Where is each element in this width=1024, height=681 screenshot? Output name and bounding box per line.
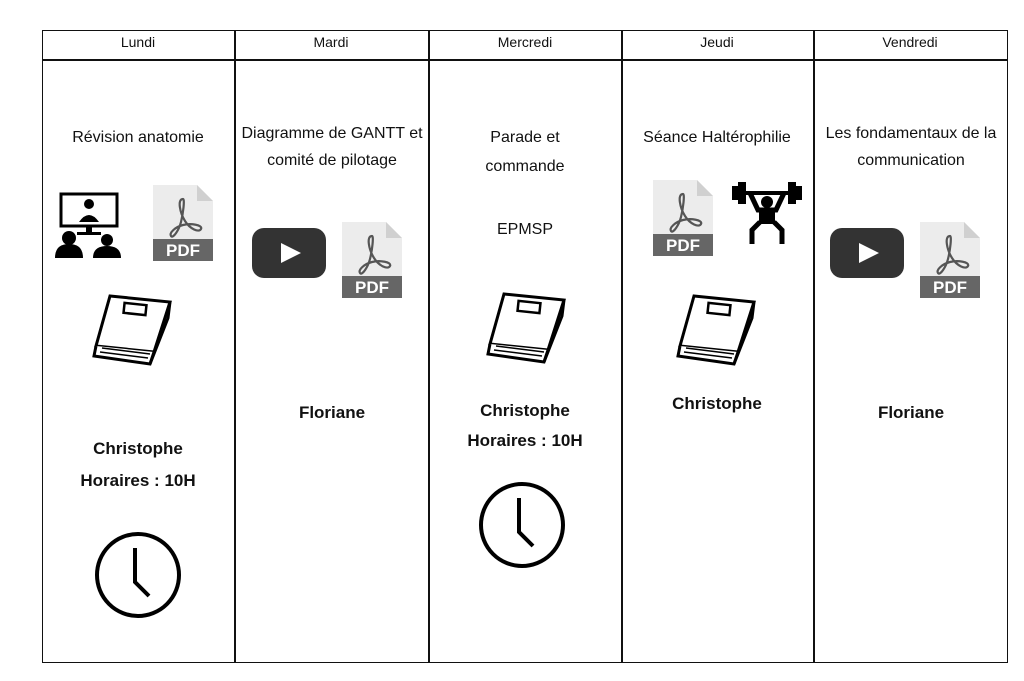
column-divider	[813, 30, 815, 663]
mercredi-person: Christophe	[480, 401, 570, 420]
book-icon	[674, 290, 758, 372]
lundi-title: Révision anatomie	[72, 129, 204, 146]
vendredi-title: Les fondamentaux de la communication	[825, 125, 997, 169]
clock-icon	[93, 530, 183, 620]
pdf-label: PDF	[666, 236, 700, 255]
book-icon	[484, 288, 568, 370]
youtube-icon[interactable]	[830, 228, 904, 278]
mercredi-title: Parade et commande	[485, 129, 565, 175]
pdf-label: PDF	[166, 241, 200, 260]
mercredi-hours: Horaires : 10H	[467, 431, 583, 450]
pdf-icon[interactable]: PDF	[342, 222, 402, 298]
youtube-icon[interactable]	[252, 228, 326, 278]
header-mercredi: Mercredi	[497, 34, 553, 50]
schedule-table	[42, 30, 1008, 663]
column-divider	[234, 30, 236, 663]
vendredi-person: Floriane	[877, 403, 945, 422]
book-icon	[90, 290, 174, 372]
pdf-icon[interactable]: PDF	[653, 180, 713, 256]
weightlifting-icon	[732, 180, 802, 246]
column-divider	[428, 30, 430, 663]
header-mardi: Mardi	[313, 34, 349, 50]
header-lundi: Lundi	[120, 34, 156, 50]
pdf-icon[interactable]: PDF	[920, 222, 980, 298]
mardi-person: Floriane	[298, 403, 366, 422]
jeudi-person: Christophe	[672, 394, 762, 413]
pdf-icon[interactable]: PDF	[153, 185, 213, 261]
header-vendredi: Vendredi	[882, 34, 938, 50]
lundi-person: Christophe	[93, 439, 183, 458]
clock-icon	[477, 480, 567, 570]
header-jeudi: Jeudi	[700, 34, 734, 50]
lundi-hours: Horaires : 10H	[80, 471, 196, 490]
header-divider	[42, 59, 1008, 61]
jeudi-title: Séance Haltérophilie	[643, 129, 791, 146]
pdf-label: PDF	[355, 278, 389, 297]
pdf-label: PDF	[933, 278, 967, 297]
videoconference-icon	[55, 192, 123, 258]
mercredi-subtitle: EPMSP	[496, 221, 553, 238]
mardi-title: Diagramme de GANTT et comité de pilotage	[241, 125, 423, 169]
column-divider	[621, 30, 623, 663]
